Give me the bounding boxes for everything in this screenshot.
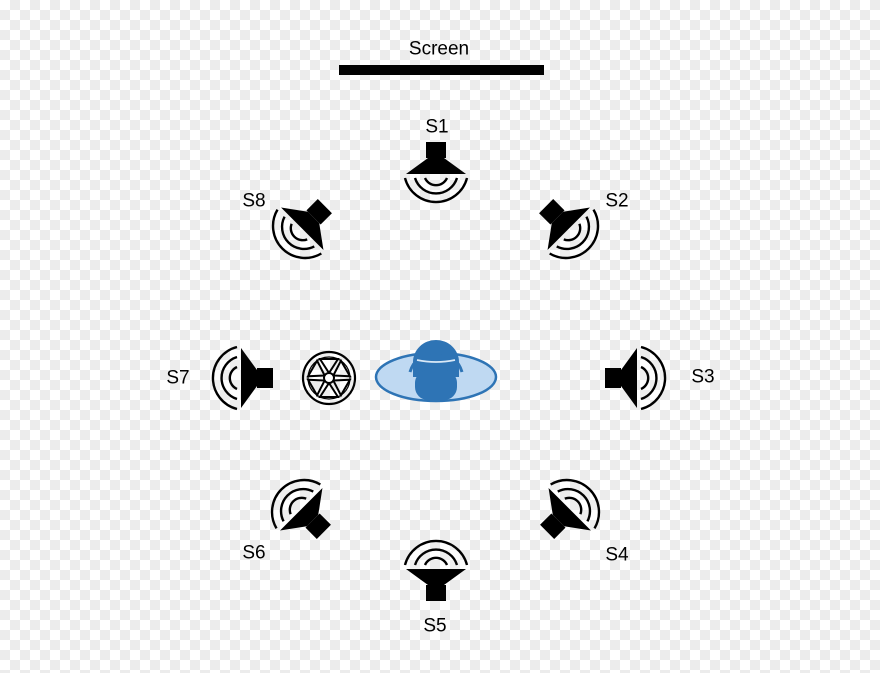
speaker-s5-icon: [403, 539, 469, 603]
speaker-label-s5: S5: [423, 615, 447, 637]
listener-icon: [374, 340, 498, 403]
speaker-s8-icon: [259, 183, 348, 272]
speaker-label-s4: S4: [605, 544, 629, 566]
speaker-s4-icon: [524, 466, 613, 555]
speaker-label-s6: S6: [242, 542, 266, 564]
screen-bar: [339, 65, 544, 75]
speaker-label-s7: S7: [166, 367, 190, 389]
speaker-s6-icon: [258, 466, 347, 555]
fan-icon: [301, 350, 357, 406]
speaker-s7-icon: [211, 345, 275, 411]
screen-label: Screen: [408, 38, 470, 60]
speaker-s1-icon: [403, 140, 469, 204]
speaker-label-s3: S3: [691, 366, 715, 388]
speaker-label-s1: S1: [425, 116, 449, 138]
speaker-s2-icon: [523, 183, 612, 272]
speaker-label-s8: S8: [242, 190, 266, 212]
speaker-s3-icon: [603, 345, 667, 411]
speaker-label-s2: S2: [605, 190, 629, 212]
